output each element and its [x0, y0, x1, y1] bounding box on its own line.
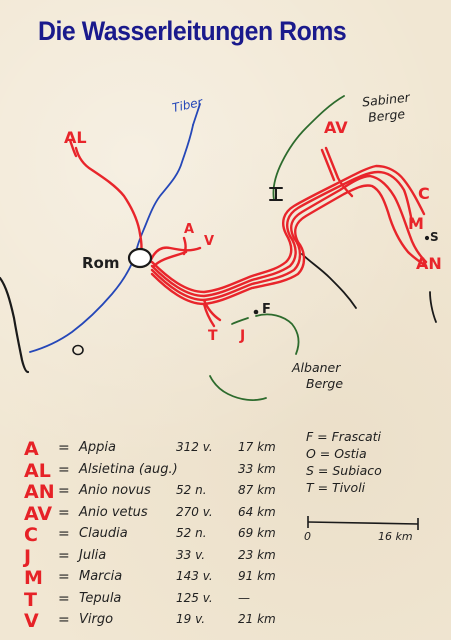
legend-code: T: [24, 588, 37, 611]
aqueduct-bundle: [68, 138, 428, 328]
legend-equals: =: [58, 483, 70, 499]
legend-row: AV = Anio vetus 270 v. 64 km: [24, 503, 314, 525]
legend-code: J: [24, 545, 32, 568]
legend-code: M: [24, 567, 43, 589]
subiaco-marker: [424, 235, 430, 241]
legend-year: 312 v.: [176, 440, 213, 454]
route-code-a: A: [184, 222, 195, 237]
tiber-river: [29, 124, 194, 353]
legend-equals: =: [58, 440, 70, 456]
alban-hills-lower: [209, 375, 267, 401]
legend-equals: =: [58, 504, 70, 521]
scale-end-label: 16 km: [378, 530, 413, 543]
legend-name: Julia: [79, 547, 107, 563]
legend-code: C: [24, 524, 38, 546]
legend-length: 17 km: [238, 440, 276, 454]
legend-row: AN= Anio novus 52 n. 87 km: [24, 481, 314, 503]
route-code-s: S: [430, 230, 439, 244]
route-code-m: M: [408, 214, 424, 233]
legend-year: 19 v.: [176, 612, 206, 626]
legend-row: J = Julia 33 v. 23 km: [24, 546, 314, 568]
alban-label-1: Albaner: [292, 360, 341, 375]
legend-length: 91 km: [238, 569, 276, 583]
place-tivoli: T = Tivoli: [306, 480, 366, 495]
route-code-t: T: [208, 328, 218, 344]
legend-row: C = Claudia 52 n. 69 km: [24, 524, 314, 546]
ostia-marker: [72, 344, 84, 356]
legend-length: 33 km: [238, 461, 276, 476]
legend-equals: =: [58, 612, 70, 628]
alban-hills-small: [231, 317, 249, 325]
rome-marker: [127, 247, 153, 269]
legend-name: Alsietina (aug.): [79, 461, 178, 477]
legend-name: Virgo: [79, 612, 114, 627]
route-code-j: J: [240, 328, 246, 344]
sabine-hills-ridge: [272, 95, 345, 201]
legend-equals: =: [58, 547, 70, 564]
legend-year: 52 n.: [176, 483, 207, 497]
boundary-line-1: [301, 253, 357, 309]
place-ostia: O = Ostia: [306, 446, 367, 461]
map-title: Die Wasserleitungen Roms: [38, 16, 347, 46]
route-code-al: AL: [64, 128, 87, 147]
legend-year: 125 v.: [176, 590, 213, 605]
legend-code: V: [24, 610, 39, 632]
legend-length: 21 km: [238, 612, 276, 626]
route-code-v: V: [204, 234, 215, 249]
legend-name: Marcia: [79, 569, 123, 584]
tivoli-marker: [269, 187, 283, 201]
legend-code: AV: [24, 502, 53, 525]
legend-equals: =: [58, 569, 70, 585]
legend-row: A = Appia 312 v. 17 km: [24, 438, 314, 460]
boundary-line-2: [429, 291, 437, 323]
legend-code: AL: [24, 459, 51, 482]
route-code-av: AV: [324, 118, 348, 137]
tiber-river-upper: [192, 103, 201, 126]
scale-bar: [307, 516, 419, 530]
legend-length: 64 km: [238, 504, 276, 519]
route-code-f: F: [262, 302, 271, 317]
route-code-an: AN: [416, 254, 442, 273]
frascati-marker: [253, 309, 259, 315]
legend-length: 69 km: [238, 526, 276, 540]
legend-year: 143 v.: [176, 569, 213, 583]
alban-hills-ridge: [255, 313, 300, 355]
legend-equals: =: [58, 590, 70, 607]
place-subiaco: S = Subiaco: [306, 463, 382, 478]
legend-code: AN: [24, 481, 55, 503]
legend-row: V = Virgo 19 v. 21 km: [24, 610, 314, 632]
scale-start-label: 0: [304, 530, 311, 543]
legend-length: 87 km: [238, 483, 276, 497]
legend-year: 33 v.: [176, 547, 206, 562]
legend-name: Claudia: [79, 526, 128, 541]
legend-name: Appia: [79, 440, 116, 455]
legend-year: 270 v.: [176, 504, 213, 519]
place-frascati: F = Frascati: [306, 429, 382, 444]
legend-length: 23 km: [238, 547, 276, 562]
legend-row: T = Tepula 125 v. —: [24, 589, 314, 611]
coastline: [0, 276, 30, 374]
legend-code: A: [24, 438, 39, 460]
legend-row: M = Marcia 143 v. 91 km: [24, 567, 314, 589]
legend-name: Anio vetus: [79, 504, 148, 520]
legend-equals: =: [58, 526, 70, 542]
route-code-c: C: [418, 184, 430, 203]
legend-length: —: [238, 590, 250, 605]
legend-year: 52 n.: [176, 526, 207, 540]
alban-label-2: Berge: [306, 376, 344, 391]
legend-equals: =: [58, 461, 70, 478]
place-legend: F = Frascati O = Ostia S = Subiaco T = T…: [306, 428, 382, 496]
legend-name: Anio novus: [79, 483, 151, 498]
legend-row: AL = Alsietina (aug.) 33 km: [24, 460, 314, 482]
city-label: Rom: [82, 254, 120, 272]
legend-name: Tepula: [79, 590, 122, 606]
